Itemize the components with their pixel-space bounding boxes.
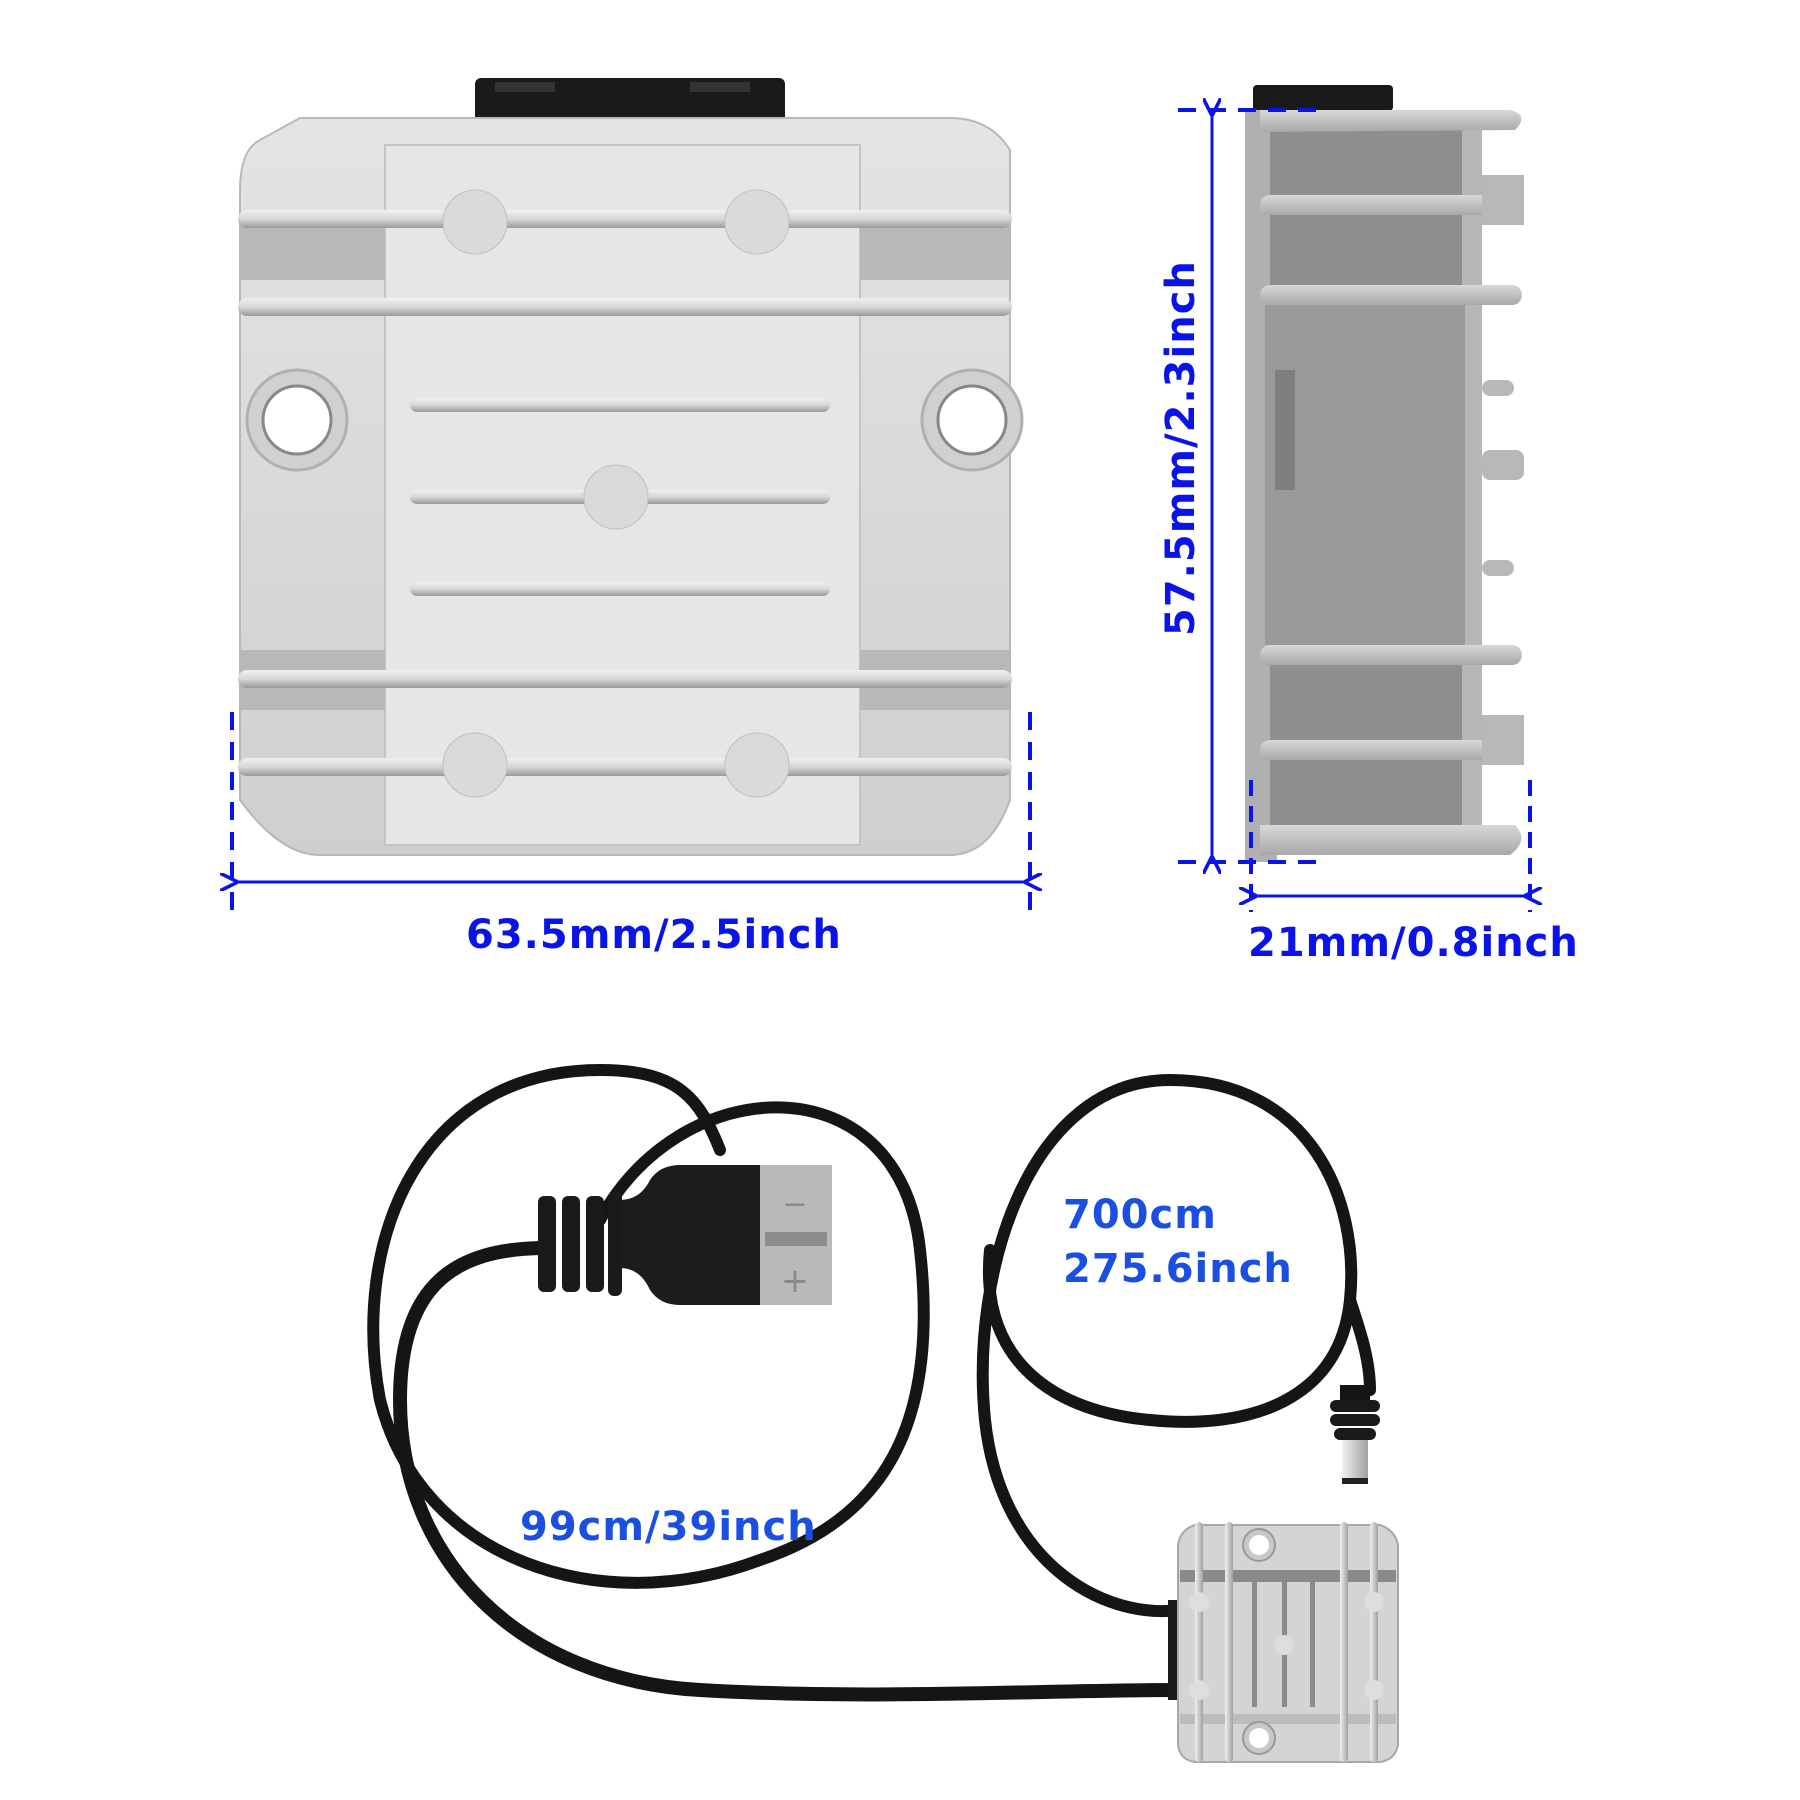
height-label: 57.5mm/2.3inch	[1158, 260, 1204, 636]
depth-label: 21mm/0.8inch	[1248, 920, 1579, 966]
input-cable	[367, 1063, 1187, 1702]
fin	[238, 758, 1012, 776]
front-view-housing	[238, 78, 1024, 856]
fin	[238, 670, 1012, 688]
side-connector-block	[1253, 85, 1393, 111]
depth-dimension	[1251, 780, 1530, 912]
converter-module-small	[1168, 1522, 1399, 1763]
input-connector: − +	[538, 1165, 832, 1305]
plus-symbol: +	[781, 1261, 810, 1301]
input-cable-length-label: 99cm/39inch	[520, 1504, 817, 1550]
output-cable	[976, 1073, 1376, 1617]
output-cable-length-label: 700cm 275.6inch	[1063, 1188, 1293, 1296]
width-dimension	[232, 712, 1030, 918]
output-cable-length-cm: 700cm	[1063, 1192, 1217, 1238]
fin	[238, 210, 1012, 228]
side-view-housing	[1245, 85, 1524, 862]
output-cable-length-inch: 275.6inch	[1063, 1246, 1293, 1292]
width-label: 63.5mm/2.5inch	[466, 912, 842, 958]
minus-symbol: −	[782, 1187, 807, 1222]
fin	[238, 298, 1012, 316]
output-connector-dc-plug	[1330, 1385, 1380, 1484]
